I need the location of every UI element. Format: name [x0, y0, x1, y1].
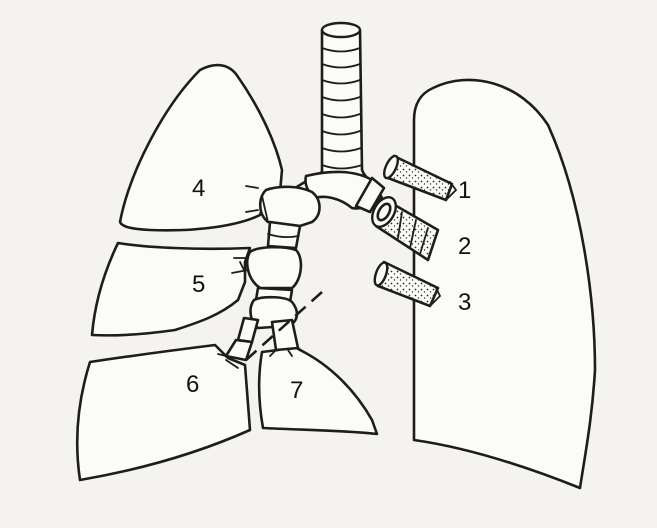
upper-lobe-segment [120, 65, 282, 230]
basal-segment [259, 345, 377, 434]
label-6: 6 [186, 371, 199, 398]
middle-lobe-segment [92, 243, 250, 335]
label-1: 1 [458, 177, 471, 204]
label-7: 7 [290, 377, 303, 404]
label-4: 4 [192, 175, 205, 202]
left-lung-outline [414, 80, 595, 488]
label-3: 3 [458, 289, 471, 316]
label-2: 2 [458, 233, 471, 260]
lower-lobe-segment [77, 345, 250, 480]
label-5: 5 [192, 271, 205, 298]
